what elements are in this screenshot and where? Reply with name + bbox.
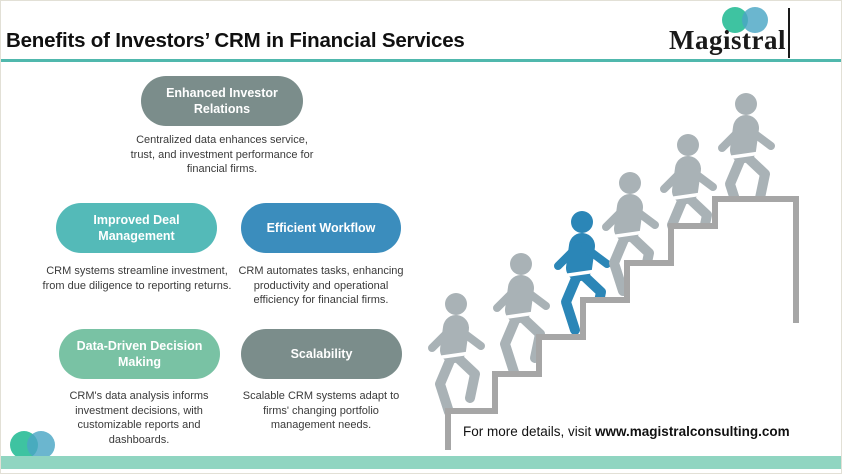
corner-logo-circles-icon	[10, 431, 55, 459]
climbing-figure-1	[432, 293, 481, 412]
description-data-driven-decision-making: CRM's data analysis informs investment d…	[69, 390, 209, 446]
logo-divider	[788, 8, 790, 58]
description-scalability: Scalable CRM systems adapt to firms' cha…	[242, 390, 400, 432]
staircase-outline	[445, 196, 799, 450]
staircase-fill	[448, 199, 796, 453]
logo-circles-icon	[722, 7, 768, 33]
magistral-logo: Magistral	[661, 3, 801, 61]
pill-scalability: Scalability	[241, 329, 402, 379]
title-underline	[1, 59, 841, 62]
description-efficient-workflow: CRM automates tasks, enhancing productiv…	[238, 265, 404, 307]
climbing-figure-6	[722, 93, 771, 212]
footer-note: For more details, visit www.magistralcon…	[463, 424, 819, 439]
logo-text: Magistral	[669, 25, 786, 55]
pill-data-driven-decision-making: Data-Driven Decision Making	[59, 329, 220, 379]
description-improved-deal-management: CRM systems streamline investment, from …	[42, 265, 232, 292]
people-climbing-stairs-illustration	[416, 66, 799, 453]
description-enhanced-investor-relations: Centralized data enhances service, trust…	[130, 134, 314, 176]
pill-improved-deal-management: Improved Deal Management	[56, 203, 217, 253]
footer-link[interactable]: www.magistralconsulting.com	[595, 424, 790, 439]
page-title: Benefits of Investors’ CRM in Financial …	[6, 29, 465, 52]
pill-efficient-workflow: Efficient Workflow	[241, 203, 401, 253]
pill-enhanced-investor-relations: Enhanced Investor Relations	[141, 76, 303, 126]
bottom-accent-bar	[1, 456, 841, 469]
footer-text: For more details, visit	[463, 424, 596, 439]
